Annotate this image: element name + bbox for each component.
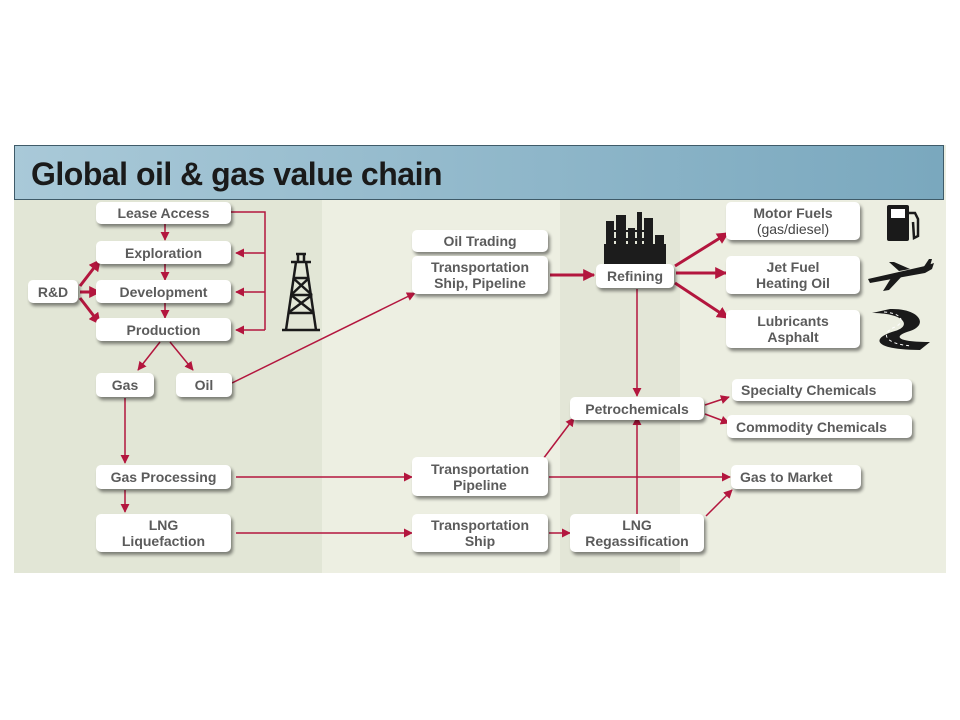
node-lng-regassification: LNG Regassification bbox=[570, 514, 704, 552]
node-production: Production bbox=[96, 318, 231, 341]
node-gas-processing: Gas Processing bbox=[96, 465, 231, 489]
node-transport-ship-pipeline: Transportation Ship, Pipeline bbox=[412, 256, 548, 294]
node-lease-access: Lease Access bbox=[96, 202, 231, 224]
arrow-production-oil bbox=[169, 341, 194, 371]
arrow-petro-specialty bbox=[704, 395, 730, 406]
node-gas-to-market: Gas to Market bbox=[731, 465, 861, 489]
arrow-refining-lubricants bbox=[674, 281, 730, 320]
node-motor-fuels-line2: (gas/diesel) bbox=[756, 221, 830, 237]
node-lubricants-line1: Lubricants bbox=[757, 313, 829, 329]
node-lng-liquefaction-line2: Liquefaction bbox=[121, 533, 206, 549]
node-gas: Gas bbox=[96, 373, 154, 397]
arrow-production-gas bbox=[137, 341, 161, 371]
node-transport-pipeline: Transportation Pipeline bbox=[412, 457, 548, 496]
arrow-rnd-exploration bbox=[78, 259, 102, 287]
arrow-regas-market bbox=[705, 489, 733, 517]
node-lng-liquefaction: LNG Liquefaction bbox=[96, 514, 231, 552]
node-jet-fuel-line1: Jet Fuel bbox=[766, 259, 820, 275]
stage-band-midstream bbox=[322, 145, 560, 573]
node-oil-trading: Oil Trading bbox=[412, 230, 548, 252]
node-lubricants: Lubricants Asphalt bbox=[726, 310, 860, 348]
refinery-icon bbox=[604, 212, 666, 266]
arrow-pipeline-petrochemicals bbox=[539, 417, 575, 464]
node-transport-ship-pipeline-line2: Ship, Pipeline bbox=[434, 275, 526, 291]
arrow-petro-commodity bbox=[704, 413, 730, 425]
node-transport-ship-line2: Ship bbox=[464, 533, 496, 549]
node-rnd: R&D bbox=[28, 280, 78, 303]
node-commodity-chemicals: Commodity Chemicals bbox=[727, 415, 912, 438]
bracket-lease-line bbox=[231, 211, 266, 330]
node-lng-regassification-line1: LNG bbox=[622, 517, 652, 533]
node-petrochemicals: Petrochemicals bbox=[570, 397, 704, 420]
node-motor-fuels-line1: Motor Fuels bbox=[753, 205, 833, 221]
oil-derrick-icon bbox=[282, 252, 320, 332]
node-specialty-chemicals: Specialty Chemicals bbox=[732, 379, 912, 401]
node-transport-ship-line1: Transportation bbox=[430, 517, 529, 533]
node-transport-pipeline-line2: Pipeline bbox=[453, 476, 507, 493]
node-lng-liquefaction-line1: LNG bbox=[148, 517, 179, 533]
node-jet-fuel: Jet Fuel Heating Oil bbox=[726, 256, 860, 294]
node-exploration: Exploration bbox=[96, 241, 231, 264]
node-motor-fuels: Motor Fuels (gas/diesel) bbox=[726, 202, 860, 240]
node-oil: Oil bbox=[176, 373, 232, 397]
node-jet-fuel-line2: Heating Oil bbox=[756, 275, 830, 291]
node-development: Development bbox=[96, 280, 231, 303]
title-bar: Global oil & gas value chain bbox=[14, 145, 944, 200]
fuel-pump-icon bbox=[887, 205, 920, 241]
arrow-oil-transport bbox=[231, 292, 416, 384]
node-lubricants-line2: Asphalt bbox=[767, 329, 819, 345]
node-refining: Refining bbox=[596, 264, 674, 288]
node-transport-ship: Transportation Ship bbox=[412, 514, 548, 552]
node-transport-ship-pipeline-line1: Transportation bbox=[430, 259, 529, 275]
node-transport-pipeline-line1: Transportation bbox=[430, 460, 529, 477]
road-icon bbox=[872, 308, 930, 350]
arrow-refining-motorfuels bbox=[674, 231, 730, 268]
node-lng-regassification-line2: Regassification bbox=[585, 533, 689, 549]
page-title: Global oil & gas value chain bbox=[31, 156, 443, 192]
airplane-icon bbox=[868, 259, 934, 291]
